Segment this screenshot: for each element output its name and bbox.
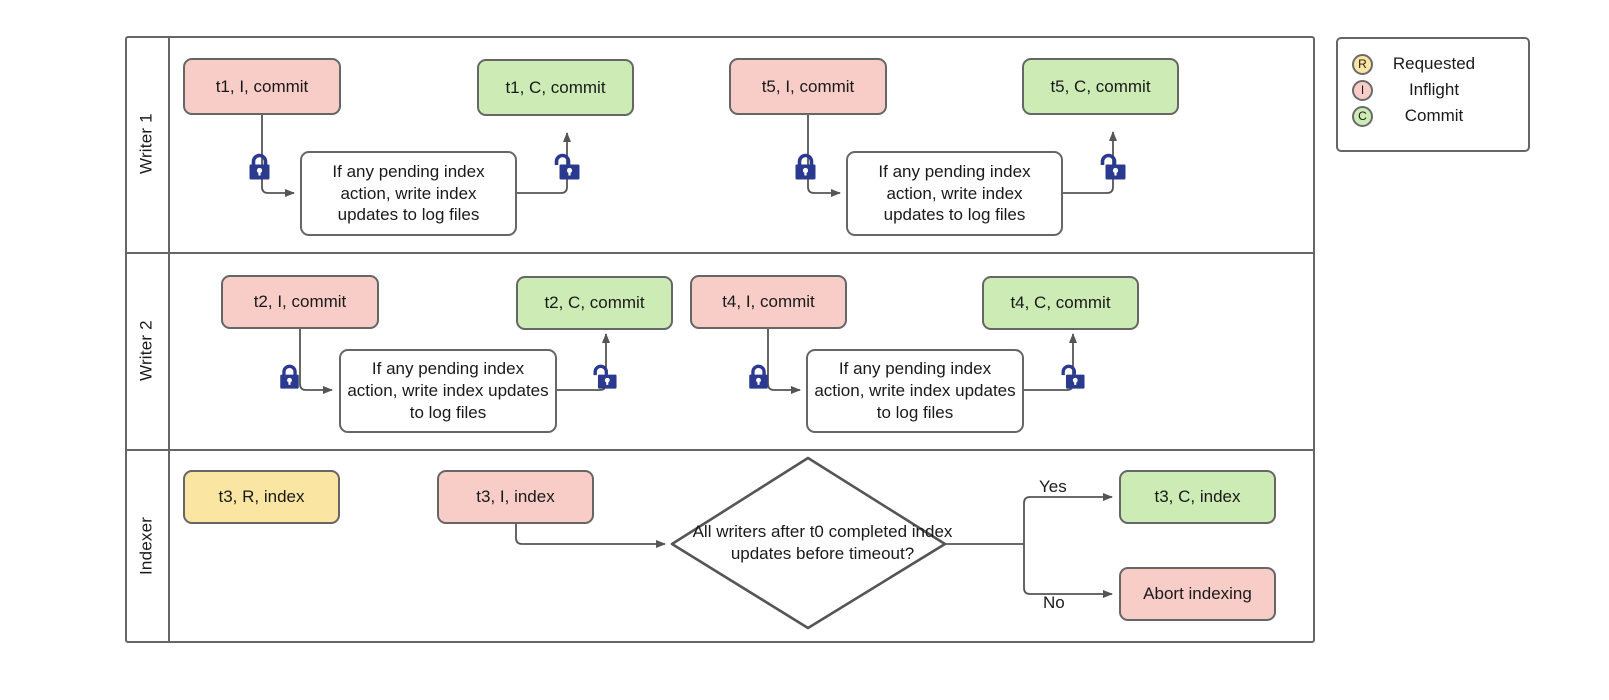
legend-label-commit: Commit: [1404, 106, 1464, 125]
edge-label-no: No: [1043, 593, 1065, 612]
decision-diamond[interactable]: All writers after t0 completed index upd…: [672, 458, 953, 628]
locked-padlock-icon-w2-2: [749, 364, 768, 389]
node-w2-t2-inflight[interactable]: t2, I, commit: [221, 275, 379, 329]
node-w2-t2-commit[interactable]: t2, C, commit: [516, 276, 673, 330]
legend-item-inflight: I Inflight: [1352, 77, 1512, 103]
node-ix-abort[interactable]: Abort indexing: [1119, 567, 1276, 621]
lane-label-writer1: Writer 1: [136, 113, 156, 175]
node-w2-t4-inflight[interactable]: t4, I, commit: [690, 275, 847, 329]
legend-label-inflight: Inflight: [1408, 80, 1460, 99]
inflight-badge-icon: I: [1352, 79, 1373, 101]
lane-label-writer2: Writer 2: [136, 320, 156, 381]
node-w1-t1-commit[interactable]: t1, C, commit: [477, 59, 634, 116]
legend-item-commit: C Commit: [1352, 103, 1512, 129]
unlocked-padlock-icon-w2-1: [593, 364, 617, 389]
process-w1-2[interactable]: If any pending index action, write index…: [846, 151, 1063, 236]
lane-label-indexer: Indexer: [136, 516, 156, 576]
locked-padlock-icon-w1-1: [249, 153, 270, 180]
process-w1-1[interactable]: If any pending index action, write index…: [300, 151, 517, 236]
swimlane-frame: [125, 36, 1315, 643]
node-w1-t1-inflight[interactable]: t1, I, commit: [183, 58, 341, 115]
process-w2-2[interactable]: If any pending index action, write index…: [806, 349, 1024, 433]
node-w2-t4-commit[interactable]: t4, C, commit: [982, 276, 1139, 330]
lane-separator-2: [125, 449, 1315, 451]
process-w2-1[interactable]: If any pending index action, write index…: [339, 349, 557, 433]
locked-padlock-icon-w1-2: [795, 153, 816, 180]
unlocked-padlock-icon-w2-2: [1061, 364, 1085, 389]
commit-badge-icon: C: [1352, 105, 1373, 127]
node-w1-t5-commit[interactable]: t5, C, commit: [1022, 58, 1179, 115]
lane-separator-1: [125, 252, 1315, 254]
unlocked-padlock-icon-w1-1: [554, 153, 580, 180]
legend-label-requested: Requested: [1392, 54, 1476, 73]
node-ix-t3-commit[interactable]: t3, C, index: [1119, 470, 1276, 524]
legend: R Requested I Inflight C Commit: [1336, 37, 1530, 152]
unlocked-padlock-icon-w1-2: [1100, 153, 1126, 180]
lane-label-divider: [168, 36, 170, 643]
requested-badge-icon: R: [1352, 53, 1373, 75]
node-ix-t3-inflight[interactable]: t3, I, index: [437, 470, 594, 524]
node-w1-t5-inflight[interactable]: t5, I, commit: [729, 58, 887, 115]
locked-padlock-icon-w2-1: [280, 364, 299, 389]
edge-label-yes: Yes: [1039, 477, 1067, 496]
legend-item-requested: R Requested: [1352, 51, 1512, 77]
decision-label: All writers after t0 completed index upd…: [692, 521, 953, 563]
node-ix-t3-requested[interactable]: t3, R, index: [183, 470, 340, 524]
